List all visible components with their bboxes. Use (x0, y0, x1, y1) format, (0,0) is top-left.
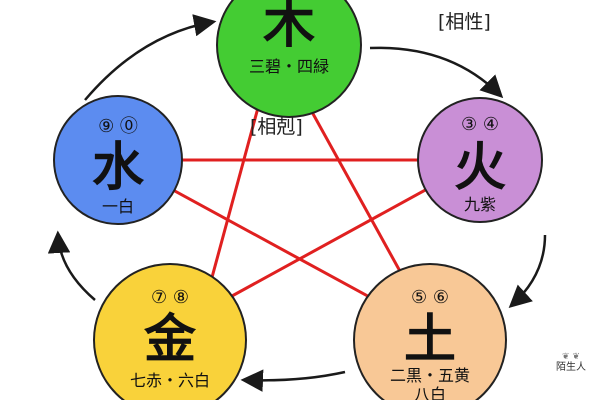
water-char: 水 (92, 138, 145, 198)
metal-char: 金 (143, 310, 197, 370)
fire-caption: 九紫 (464, 195, 496, 214)
sheng-cycle (47, 14, 547, 392)
arrow-metal-to-water (47, 230, 96, 301)
node-wood: 木 三碧・四緑 (216, 0, 362, 118)
arrow-wood-to-fire (369, 46, 504, 99)
arrow-fire-to-earth (508, 234, 547, 309)
fire-numbers: ③ ④ (461, 114, 499, 135)
metal-circle (93, 263, 247, 400)
water-caption: 一白 (102, 197, 134, 216)
earth-char: 土 (404, 310, 456, 370)
laurel-icon: ❦ ❦ (562, 352, 580, 362)
sheng-label: [相性] (438, 11, 491, 33)
node-fire: ③ ④ 火 九紫 (417, 97, 543, 223)
watermark-badge: ❦ ❦ 陌生人 (550, 352, 592, 382)
earth-caption: 二黒・五黄 (390, 366, 470, 385)
earth-circle (353, 263, 507, 400)
water-circle (53, 95, 183, 225)
watermark-text: 陌生人 (556, 362, 586, 373)
node-metal: ⑦ ⑧ 金 七赤・六白 (93, 263, 247, 400)
wood-caption: 三碧・四緑 (249, 57, 329, 76)
arrow-earth-to-metal (240, 369, 346, 392)
wood-circle (216, 0, 362, 118)
water-numbers: ⑨ ⓪ (98, 116, 138, 137)
ke-label: [相剋] (250, 116, 303, 138)
wood-char: 木 (263, 0, 315, 55)
earth-numbers: ⑤ ⑥ (411, 287, 449, 308)
arrow-water-to-wood (84, 14, 217, 101)
node-earth: ⑤ ⑥ 土 二黒・五黄 八白 (353, 263, 507, 400)
earth-caption-2: 八白 (414, 385, 446, 400)
metal-caption: 七赤・六白 (130, 371, 210, 390)
metal-numbers: ⑦ ⑧ (151, 287, 189, 308)
fire-char: 火 (454, 138, 506, 198)
node-water: ⑨ ⓪ 水 一白 (53, 95, 183, 225)
fire-circle (417, 97, 543, 223)
